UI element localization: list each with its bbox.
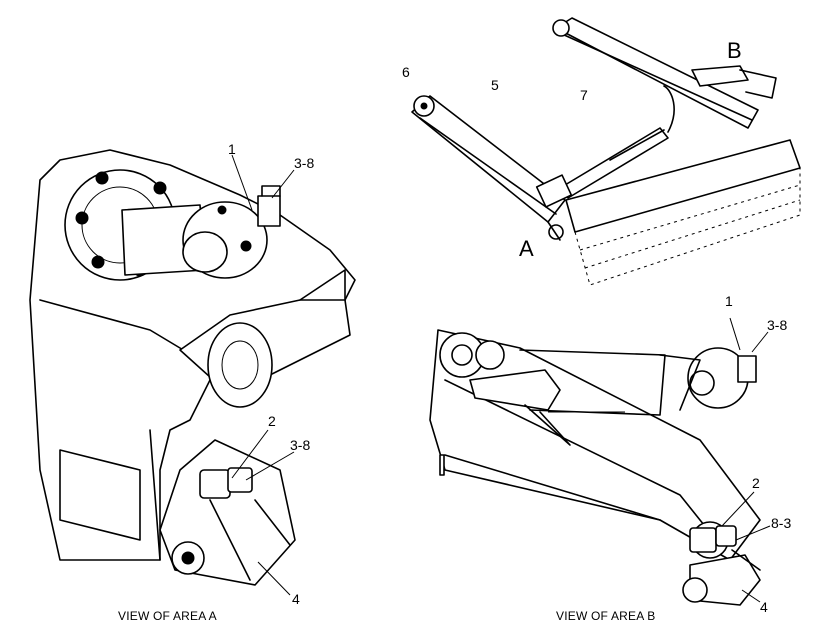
callout-area-b-part-4: 4 [760,599,768,615]
callout-area-b-part-2: 2 [752,475,760,491]
callout-area-a-part-2: 2 [268,413,276,429]
callout-overview-part-5: 5 [491,77,499,93]
overview-drawing [411,17,801,286]
callout-area-b-part-8-3: 8-3 [771,515,792,531]
caption-view-area-b: VIEW OF AREA B [556,609,656,623]
callout-area-a-part-1: 1 [228,141,236,157]
view-area-a-drawing [29,149,356,596]
callout-area-b-part-3-8: 3-8 [767,317,788,333]
callout-overview-area-b: B [727,38,742,63]
caption-view-area-a: VIEW OF AREA A [118,609,217,623]
callout-overview-part-7: 7 [580,87,588,103]
callout-area-b-part-1: 1 [725,293,733,309]
callout-area-a-part-3-8-top: 3-8 [294,155,315,171]
callout-area-a-part-4: 4 [292,591,300,607]
view-area-b-drawing [429,317,771,606]
callout-overview-part-6: 6 [402,64,410,80]
callout-overview-area-a: A [519,236,534,261]
callout-area-a-part-3-8-bottom: 3-8 [290,437,311,453]
